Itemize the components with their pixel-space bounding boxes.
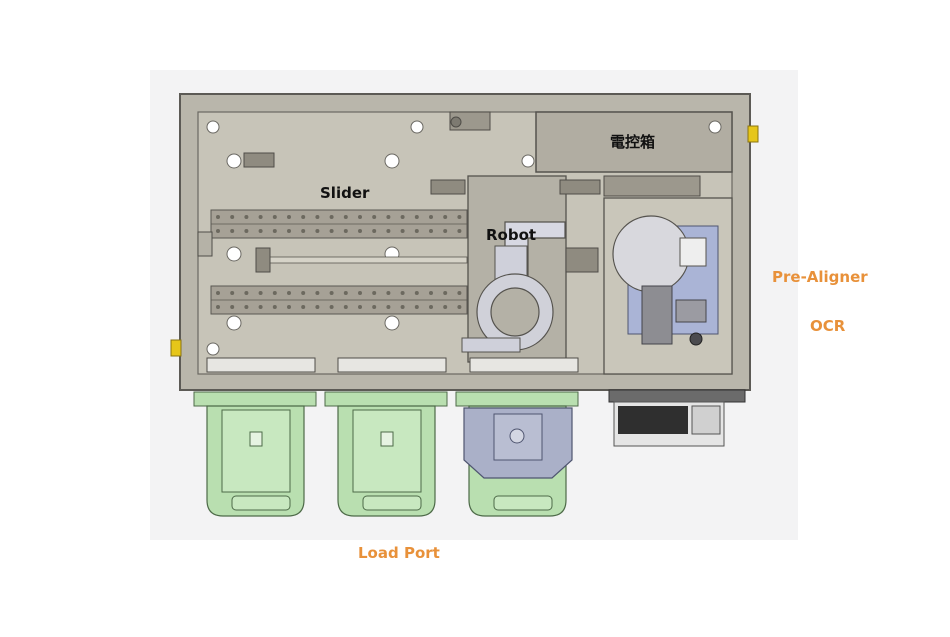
mounting-hole-icon: [206, 120, 722, 356]
pre-aligner-sensor: [679, 237, 707, 267]
latch-left: [170, 339, 182, 357]
robot-bracket-right: [559, 179, 601, 195]
load-port-label: Load Port: [358, 544, 440, 562]
load-port-3: [455, 391, 579, 517]
slider-label: Slider: [320, 184, 370, 202]
pre-aligner-label: Pre-Aligner: [772, 268, 868, 286]
bolt-icon: [216, 215, 462, 309]
slider-shaft: [261, 256, 468, 264]
robot-end-effector-hole: [490, 287, 540, 337]
pre-aligner-top-rail: [603, 175, 701, 197]
load-port-2: [324, 391, 448, 517]
top-sensor-knob: [450, 116, 462, 128]
robot-side-connector: [565, 247, 599, 273]
top-clamp: [243, 152, 275, 168]
slider-rail-top: [210, 209, 468, 239]
ocr-mount: [675, 299, 707, 323]
slider-rail-bottom: [210, 285, 468, 315]
robot-label: Robot: [486, 226, 537, 244]
ocr-camera: [641, 285, 673, 345]
robot-bracket: [430, 179, 466, 195]
connector-icon: [689, 332, 703, 346]
ocr-label: OCR: [810, 317, 846, 335]
load-port-1: [193, 391, 317, 517]
robot-gripper: [461, 337, 521, 353]
control-box-label: 電控箱: [610, 133, 656, 151]
slider-carriage: [255, 247, 271, 273]
latch-right: [747, 125, 759, 143]
control-box: [535, 111, 733, 173]
ocr-unit: [608, 389, 746, 447]
load-port-interface: [206, 357, 579, 373]
slider-end-block: [197, 231, 213, 257]
wafer-disc-icon: [612, 215, 690, 293]
